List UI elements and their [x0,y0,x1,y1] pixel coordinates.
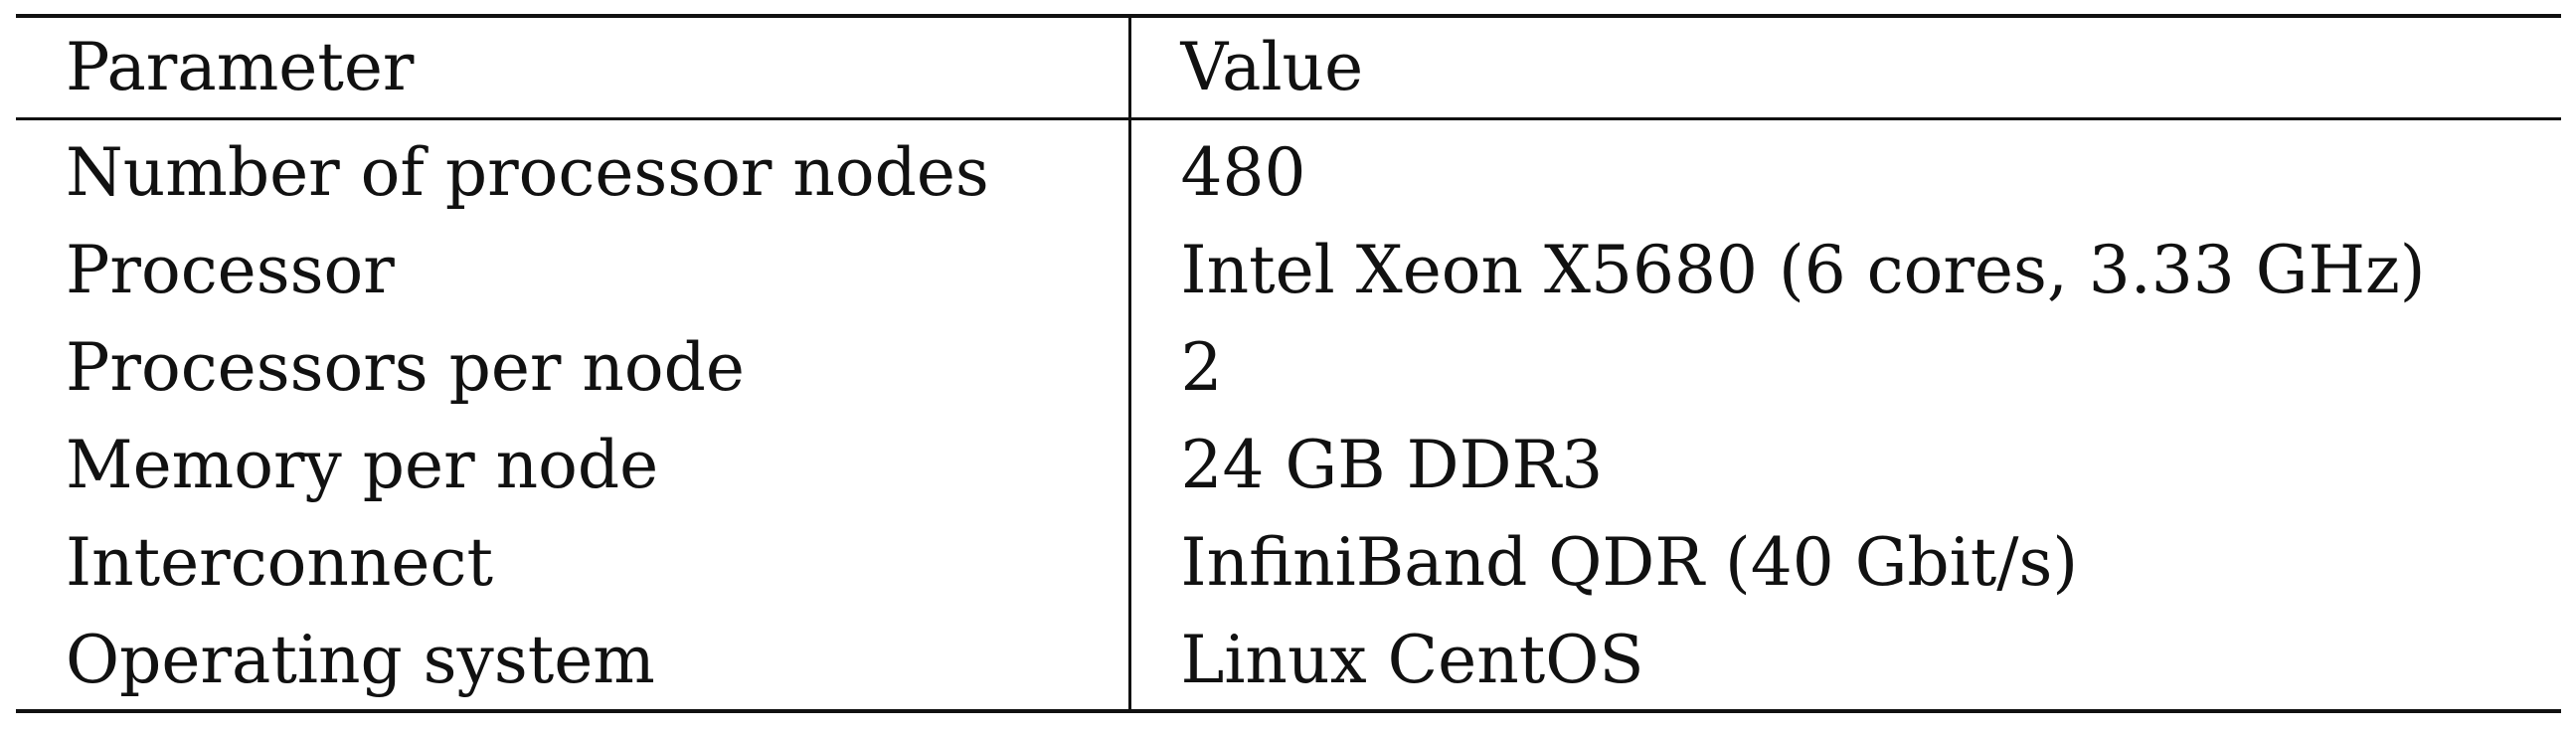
table-row: Processor Intel Xeon X5680 (6 cores, 3.3… [16,222,2561,319]
row-parameter: Memory per node [16,417,1131,514]
row-value: 24 GB DDR3 [1180,427,1604,503]
table-row: Interconnect InfiniBand QDR (40 Gbit/s) [16,514,2561,612]
row-parameter: Number of processor nodes [16,118,1131,222]
row-value: InfiniBand QDR (40 Gbit/s) [1180,524,2079,601]
header-parameter: Parameter [16,16,1131,119]
spec-table: Parameter Value Number of processor node… [16,14,2561,713]
row-parameter: Interconnect [16,514,1131,612]
row-parameter: Processor [16,222,1131,319]
row-parameter: Operating system [16,612,1131,711]
table-row: Operating system Linux CentOS [16,612,2561,711]
table-body: Number of processor nodes 480 Processor … [16,118,2561,711]
row-value: 2 [1180,329,1223,406]
row-value: Linux CentOS [1180,622,1644,698]
header-value: Value [1180,29,1364,105]
spec-table-container: Parameter Value Number of processor node… [16,14,2561,713]
table-row: Number of processor nodes 480 [16,118,2561,222]
row-value: Intel Xeon X5680 (6 cores, 3.33 GHz) [1180,232,2426,308]
header-row: Parameter Value [16,16,2561,119]
table-row: Processors per node 2 [16,319,2561,417]
row-parameter: Processors per node [16,319,1131,417]
row-value: 480 [1180,134,1306,211]
table-header: Parameter Value [16,16,2561,119]
table-row: Memory per node 24 GB DDR3 [16,417,2561,514]
